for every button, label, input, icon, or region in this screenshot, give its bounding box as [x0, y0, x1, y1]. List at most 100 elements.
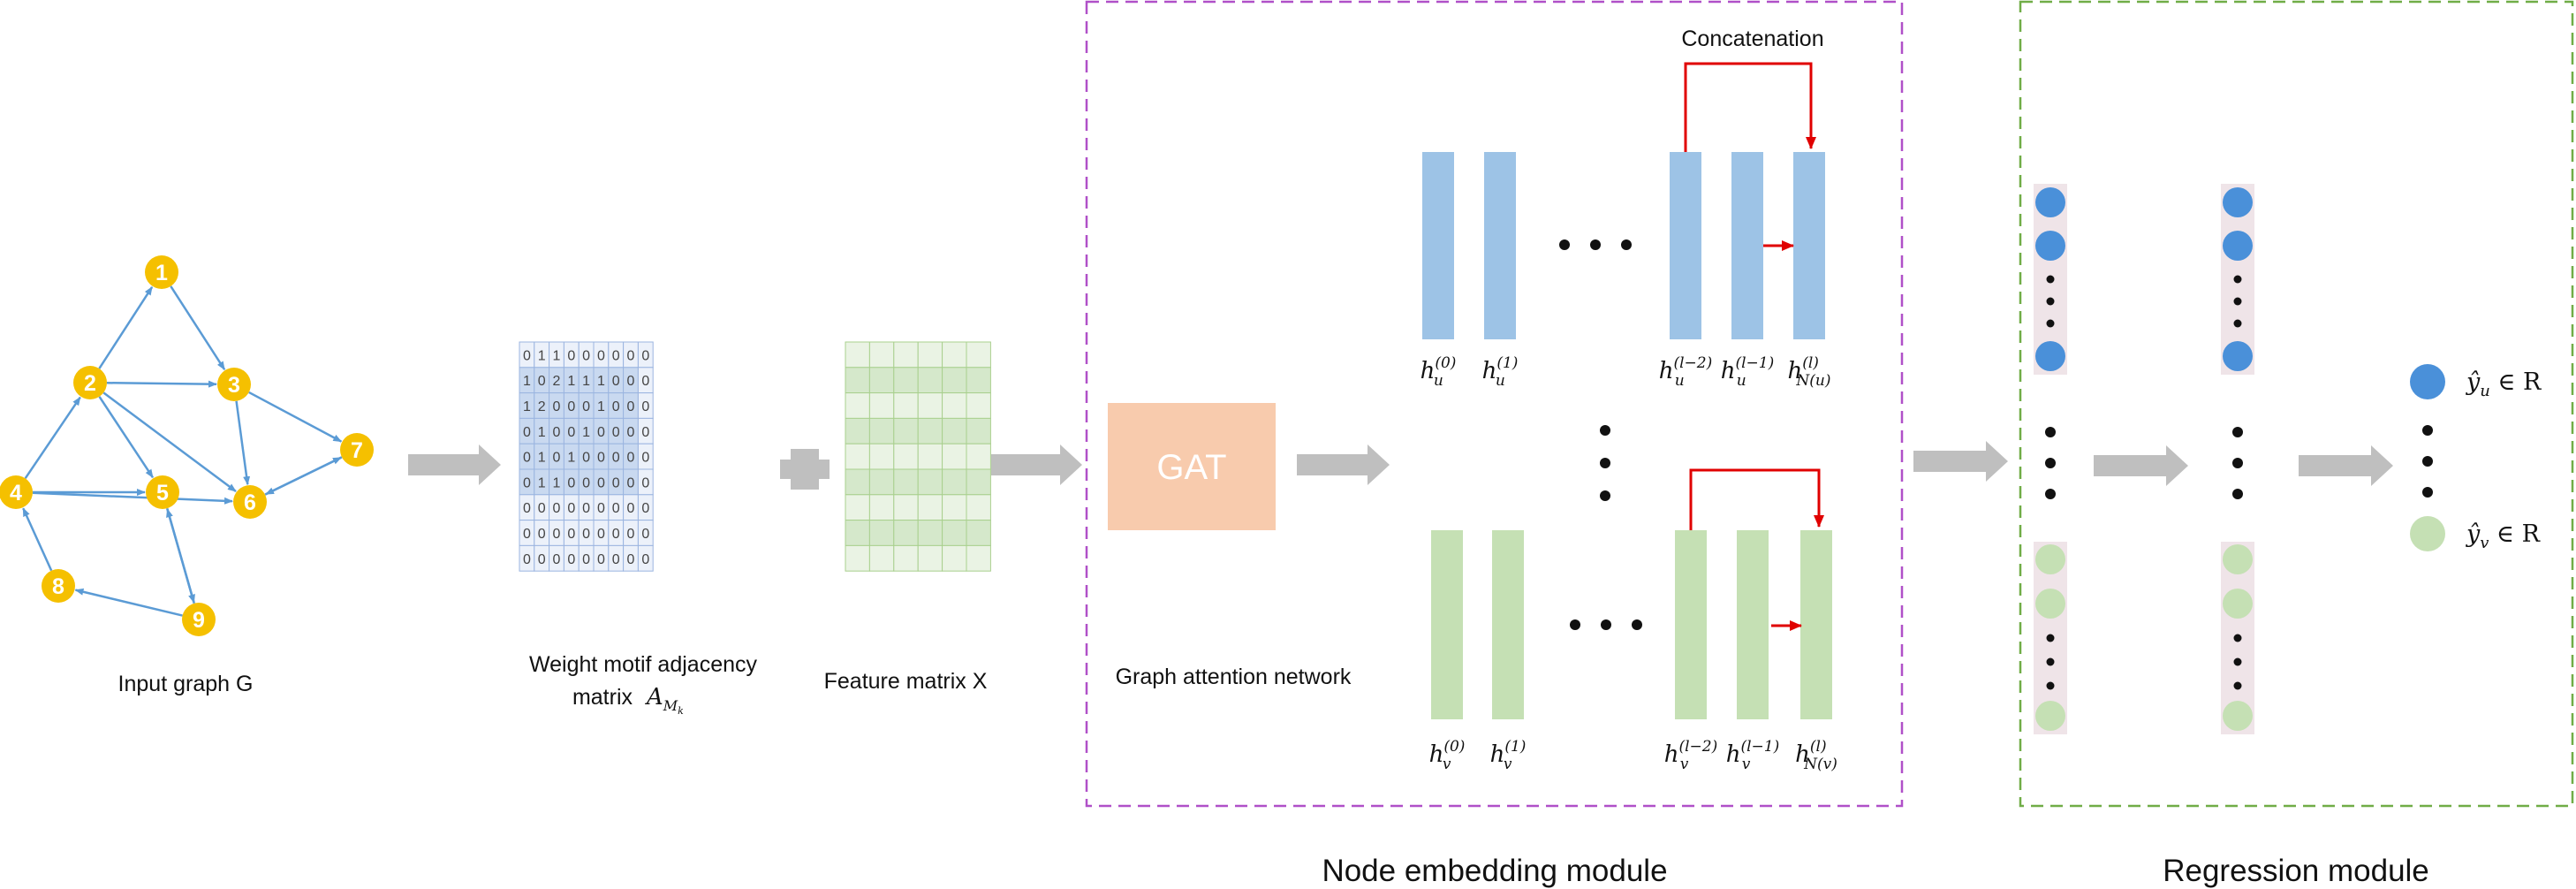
- adjacency-value: 1: [567, 374, 575, 389]
- feature-cell: [845, 520, 870, 546]
- feature-cell: [868, 544, 895, 572]
- feature-cell: [845, 417, 870, 444]
- feature-cell: [917, 392, 943, 419]
- feature-cell: [917, 544, 943, 572]
- adjacency-value: 0: [553, 552, 561, 567]
- embedding-label: h(l−1)u: [1721, 354, 1775, 390]
- adjacency-value: 0: [523, 501, 531, 516]
- feature-cell: [868, 520, 895, 546]
- adjacency-label-line2: matrix: [572, 685, 633, 710]
- adjacency-value: 0: [538, 552, 546, 567]
- graph-node-label: 4: [10, 481, 22, 505]
- regression-dot: [2046, 681, 2055, 690]
- adjacency-value: 0: [567, 425, 575, 440]
- graph-edge: [24, 396, 81, 479]
- adjacency-value: 1: [582, 374, 590, 389]
- adjacency-value: 0: [627, 348, 635, 363]
- plus-icon: [780, 449, 830, 490]
- adjacency-value: 0: [553, 425, 561, 440]
- adjacency-value: 0: [627, 374, 635, 389]
- adjacency-value: 1: [597, 399, 605, 414]
- feature-cell: [845, 392, 870, 419]
- graph-node-label: 1: [155, 261, 168, 285]
- graph-node-1: [145, 255, 178, 289]
- adjacency-value: 0: [597, 425, 605, 440]
- regression-dot: [2046, 657, 2055, 666]
- flow-arrow-6: [2299, 445, 2393, 486]
- adjacency-value: 1: [582, 425, 590, 440]
- adjacency-value: 0: [612, 501, 620, 516]
- adjacency-value: 0: [582, 527, 590, 542]
- adjacency-value: 0: [523, 527, 531, 542]
- feature-cell: [942, 367, 967, 394]
- regression-title: Regression module: [2163, 854, 2429, 888]
- embedding-label: h(l)N(v): [1795, 738, 1837, 773]
- feature-cell: [868, 367, 895, 394]
- graph-node-4: [0, 475, 33, 509]
- graph-edge: [166, 507, 195, 604]
- adjacency-value: 0: [612, 399, 620, 414]
- adjacency-value: 0: [582, 501, 590, 516]
- adjacency-value: 1: [523, 374, 531, 389]
- adjacency-value: 1: [523, 399, 531, 414]
- regression-ellipsis: [2045, 489, 2056, 499]
- adjacency-value: 0: [627, 552, 635, 567]
- graph-node-9: [182, 603, 216, 636]
- embedding-bar: [1675, 530, 1707, 719]
- adjacency-value: 0: [567, 552, 575, 567]
- regression-dot: [2233, 657, 2242, 666]
- graph-node-3: [217, 368, 251, 401]
- adjacency-value: 0: [612, 475, 620, 490]
- embedding-label: h(1)v: [1490, 738, 1527, 773]
- regression-dot: [2233, 634, 2242, 642]
- regression-node-v: [2035, 701, 2065, 731]
- embedding-bar: [1492, 530, 1524, 719]
- graph-node-8: [42, 569, 75, 603]
- adjacency-value: 0: [567, 399, 575, 414]
- u-ellipsis: [1559, 239, 1632, 250]
- embedding-label: h(l−2)u: [1659, 354, 1713, 390]
- regression-node-v: [2223, 701, 2253, 731]
- feature-cell: [942, 417, 967, 444]
- regression-node-u: [2035, 231, 2065, 261]
- regression-node-u: [2223, 187, 2253, 217]
- feature-cell: [917, 341, 943, 369]
- feature-cell: [893, 544, 919, 572]
- feature-cell: [966, 443, 991, 470]
- output-v-label: ŷv ∈ R: [2466, 520, 2541, 552]
- feature-cell: [893, 494, 919, 521]
- gat-caption: Graph attention network: [1116, 665, 1352, 689]
- regression-dot: [2233, 681, 2242, 690]
- embedding-bar: [1422, 152, 1454, 339]
- embedding-label: h(0)v: [1429, 738, 1466, 773]
- adjacency-value: 0: [597, 552, 605, 567]
- v-ellipsis: [1570, 619, 1642, 630]
- feature-cell: [917, 367, 943, 394]
- output-v-dot: [2410, 516, 2445, 551]
- feature-cell: [893, 392, 919, 419]
- graph-edge: [22, 507, 53, 572]
- graph-node-label: 5: [156, 481, 169, 505]
- feature-cell: [966, 468, 991, 496]
- concat-arrow-bottom: [1689, 468, 1824, 530]
- feature-cell: [966, 341, 991, 369]
- graph-edge: [106, 380, 218, 388]
- adjacency-value: 0: [567, 527, 575, 542]
- regression-ellipsis: [2045, 427, 2056, 437]
- regression-node-v: [2223, 589, 2253, 619]
- feature-cell: [893, 417, 919, 444]
- node-embedding-title: Node embedding module: [1322, 854, 1667, 888]
- graph-edge: [235, 400, 251, 486]
- adjacency-value: 0: [597, 348, 605, 363]
- adjacency-value: 2: [553, 374, 561, 389]
- regression-dot: [2233, 319, 2242, 328]
- feature-cell: [942, 468, 967, 496]
- feature-cell: [868, 417, 895, 444]
- adjacency-value: 1: [553, 348, 561, 363]
- feature-cell: [893, 367, 919, 394]
- feature-matrix: [845, 341, 991, 572]
